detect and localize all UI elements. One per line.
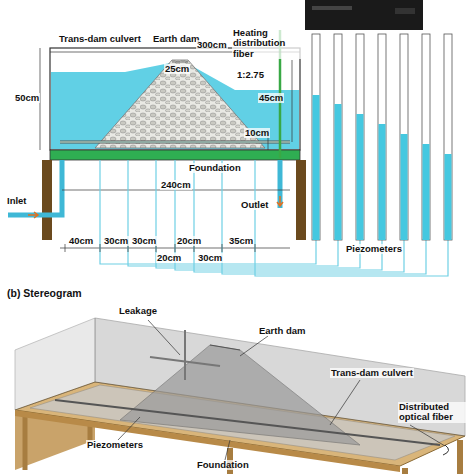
water-column [335, 104, 342, 240]
dimension: 30cm [197, 253, 223, 263]
water-column [401, 134, 408, 240]
piezometer-tube [378, 34, 386, 240]
dimension: 240cm [160, 180, 192, 190]
part-label: Heating distribution fiber [232, 28, 304, 59]
water-column [445, 154, 452, 240]
part-label: Inlet [6, 196, 28, 206]
leg [296, 160, 306, 240]
earth-dam [95, 60, 265, 148]
part-label: Earth dam [152, 34, 200, 44]
stereogram [15, 318, 465, 474]
part-label: Earth dam [258, 326, 306, 336]
dimension: 45cm [258, 93, 284, 103]
fiber-analyzer [305, 0, 423, 30]
piezometer-tube [356, 34, 364, 240]
ratio-label: 1:2.75 [236, 70, 265, 80]
dimension: 300cm [196, 40, 228, 50]
foundation [50, 150, 300, 160]
flume-tank [50, 48, 300, 150]
part-label: Foundation [188, 163, 242, 173]
dimension: 30cm [131, 236, 157, 246]
water-column [357, 114, 364, 240]
dimension: 50cm [14, 93, 40, 103]
part-label: Trans-dam culvert [58, 34, 142, 44]
tap-line [222, 160, 426, 274]
part-label: Piezometers [345, 244, 403, 254]
dimension: 20cm [176, 236, 202, 246]
dimension: 20cm [156, 253, 182, 263]
piezometer-tube [312, 34, 320, 240]
tap-line [156, 160, 360, 268]
tap-line [100, 160, 316, 264]
piezometer-tube [400, 34, 408, 240]
water-column [313, 95, 320, 240]
water-column [423, 144, 430, 240]
inlet-pipe [8, 160, 62, 215]
tap-line [255, 160, 448, 276]
part-label: Leakage [118, 306, 158, 316]
dimension: 40cm [68, 236, 94, 246]
dimension: 35cm [228, 236, 254, 246]
tap-line [194, 160, 404, 272]
part-label: Outlet [240, 200, 269, 210]
tap-line [128, 160, 338, 266]
piezometer-tube [334, 34, 342, 240]
culvert [60, 141, 290, 144]
outlet-pipe [278, 160, 283, 208]
part-label: Distributed optical fiber [398, 402, 470, 423]
water-column [379, 124, 386, 240]
dimension: 30cm [103, 236, 129, 246]
part-label: Foundation [196, 460, 250, 470]
dimension: 25cm [164, 64, 190, 74]
piezometer-tube [422, 34, 430, 240]
dimension: 10cm [244, 128, 270, 138]
leg [42, 160, 52, 240]
piezometer-tube [444, 34, 452, 240]
part-label: Trans-dam culvert [330, 368, 414, 378]
part-label: Piezometers [86, 440, 144, 450]
panel-heading: (b) Stereogram [6, 288, 83, 300]
